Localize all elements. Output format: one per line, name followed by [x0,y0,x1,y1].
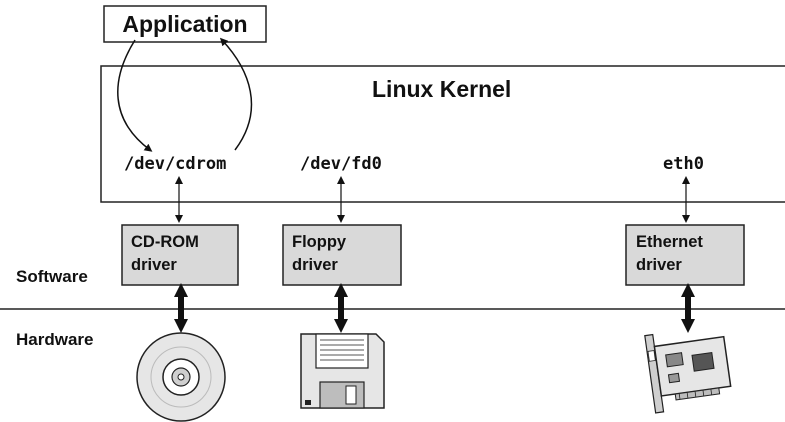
device-to-app-arrow [219,37,253,151]
ethernet-driver-line1: Ethernet [636,233,703,251]
device-file-fd0: /dev/fd0 [300,154,382,174]
device-file-eth0: eth0 [663,154,704,174]
application-label: Application [122,11,248,37]
ethernet-driver-label: Ethernet driver [636,231,703,277]
software-layer-label: Software [16,267,88,286]
cd-disc-icon [136,332,226,422]
floppy-driver-line2: driver [292,256,338,274]
cdrom-driver-label: CD-ROM driver [131,231,199,277]
app-to-device-arrow [117,39,153,152]
network-card-icon [644,333,732,414]
application-box [103,5,267,43]
kernel-box [100,65,785,203]
ethernet-driver-line2: driver [636,256,682,274]
floppy-driver-line1: Floppy [292,233,347,251]
hardware-layer-label: Hardware [16,330,94,349]
kernel-label: Linux Kernel [372,76,512,102]
device-file-cdrom: /dev/cdrom [124,154,227,174]
cdrom-driver-line2: driver [131,256,177,274]
floppy-driver-label: Floppy driver [292,231,346,277]
cdrom-driver-line1: CD-ROM [131,233,199,251]
floppy-disk-icon [300,333,385,409]
